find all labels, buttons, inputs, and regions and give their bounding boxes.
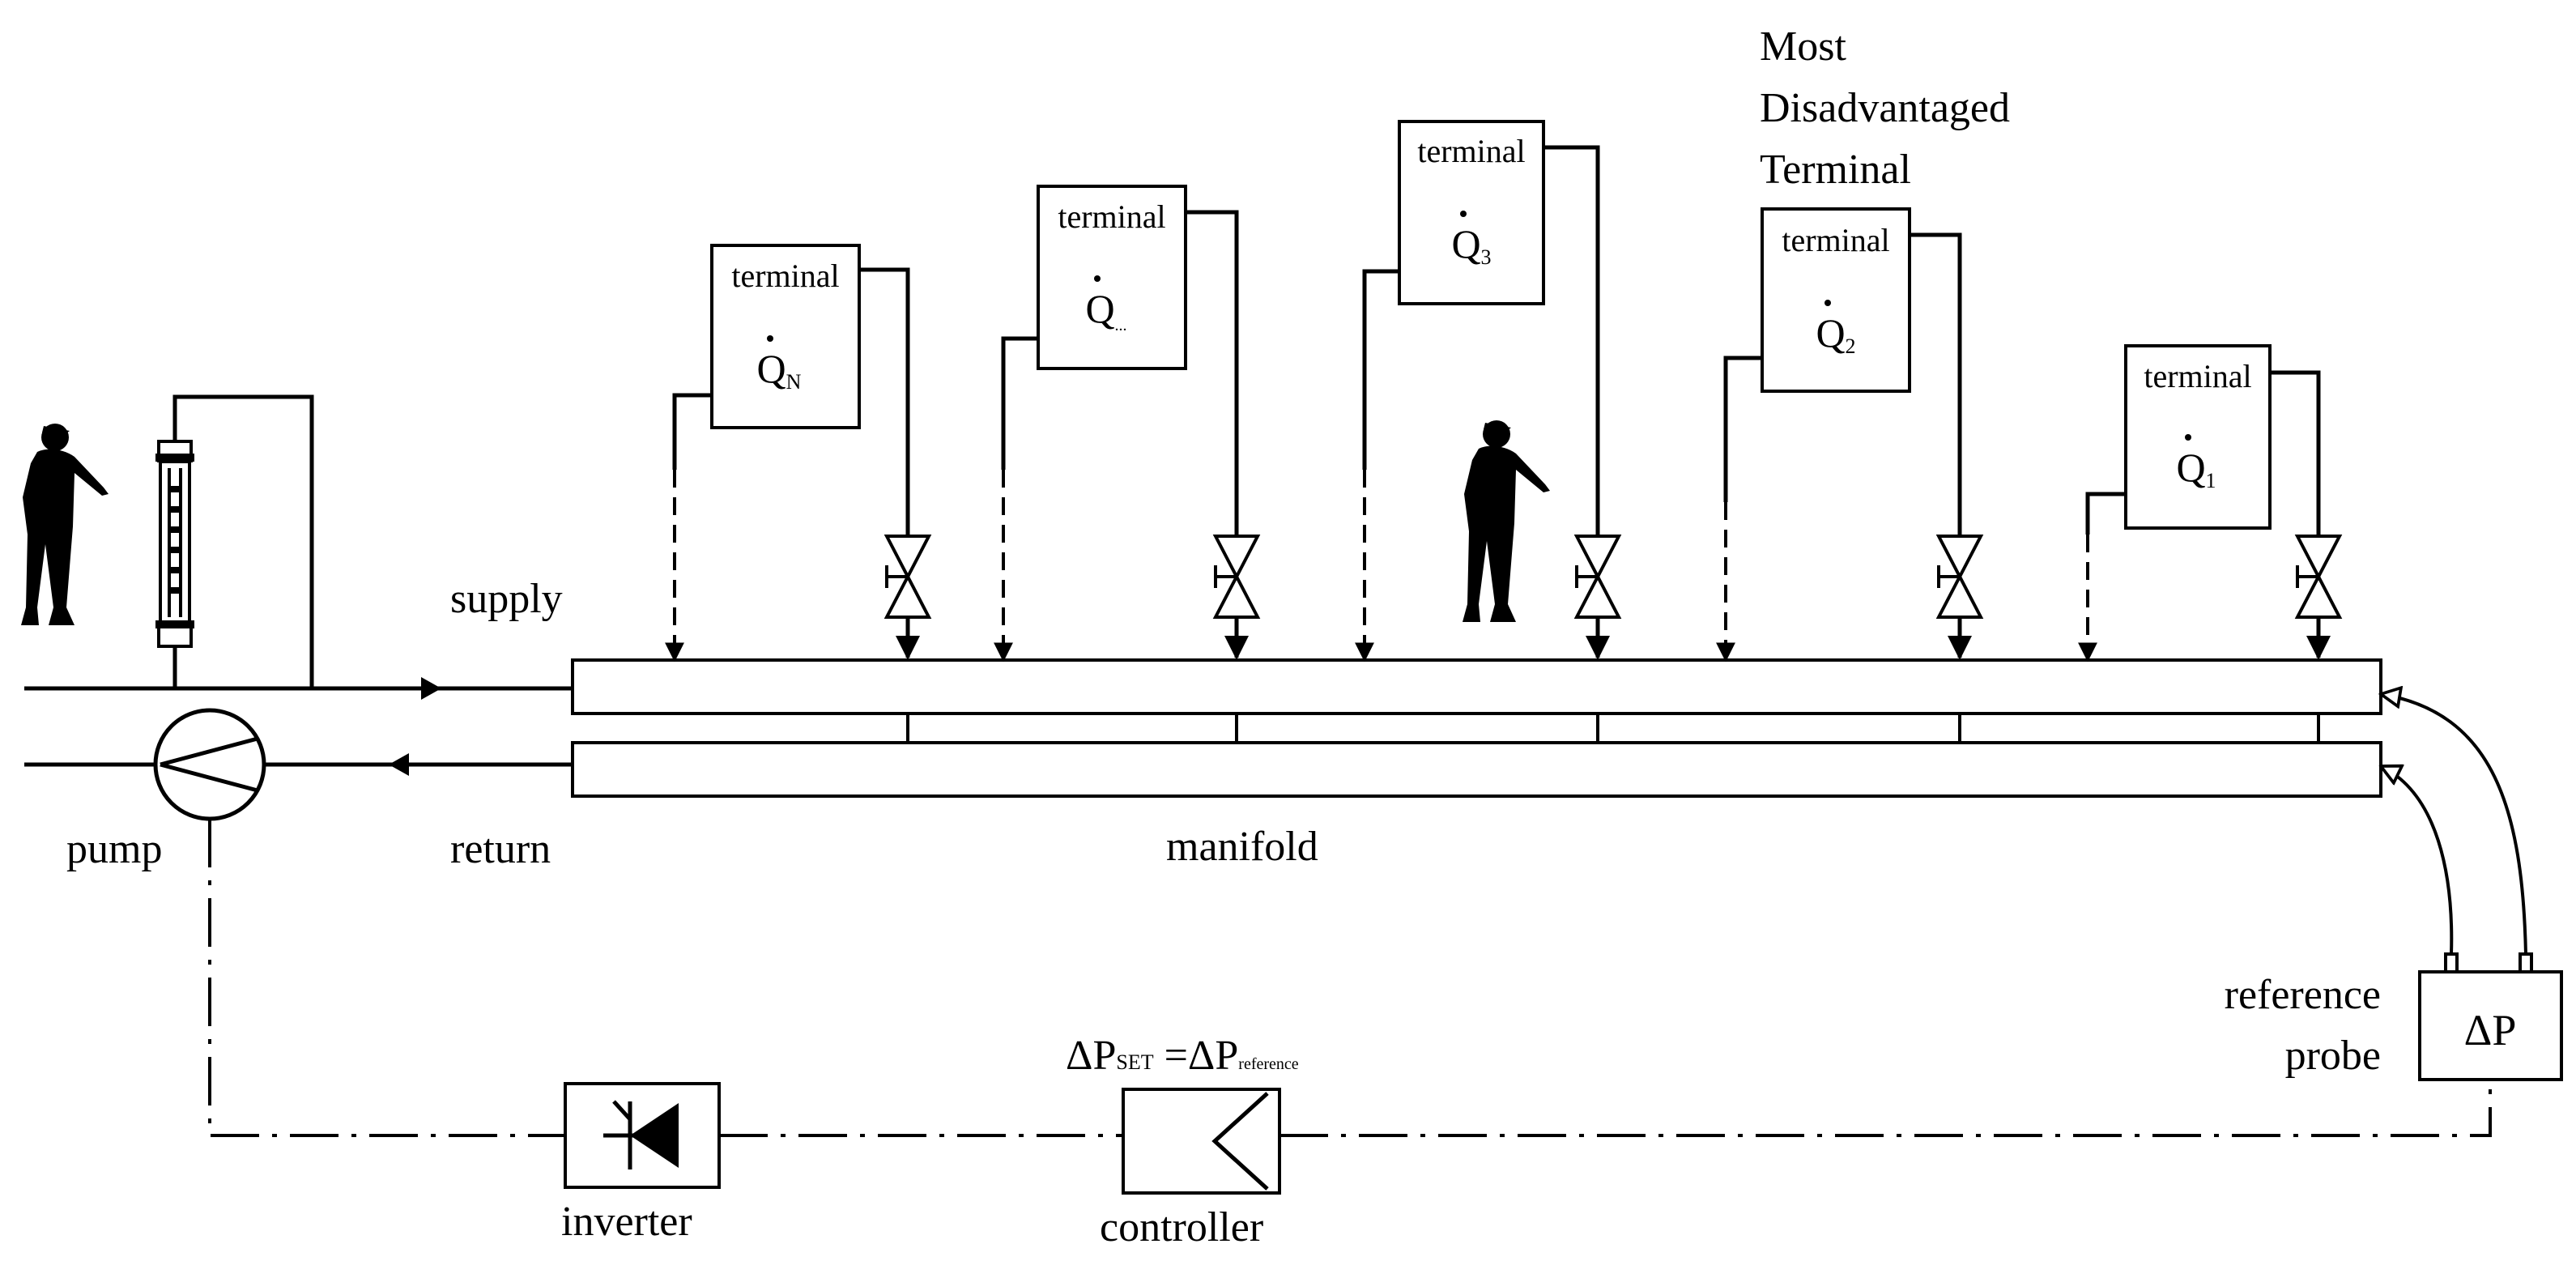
- terminal-label: terminal: [2144, 358, 2251, 394]
- setpoint-delta-p: ΔP: [1066, 1033, 1116, 1079]
- supply-label: supply: [450, 576, 563, 622]
- setpoint-equals: =: [1154, 1033, 1188, 1079]
- heat-flow-index: 1: [2206, 469, 2216, 492]
- disadvantaged-label: Disadvantaged: [1760, 85, 2010, 131]
- operator-person-icon: [1463, 420, 1550, 622]
- terminal-label: terminal: [1782, 222, 1889, 258]
- dot-accent: [2185, 434, 2191, 441]
- impulse-line-return: [2381, 766, 2454, 955]
- heat-flow-index: 3: [1481, 245, 1492, 269]
- most-label: Most: [1760, 23, 1846, 70]
- valve-icon[interactable]: [1214, 535, 1259, 619]
- valve-icon[interactable]: [2296, 535, 2341, 619]
- manifold-connectors: [906, 714, 2320, 743]
- dot-accent: [767, 335, 773, 342]
- terminal-label: terminal: [1058, 198, 1165, 235]
- terminal-box: [2124, 344, 2272, 530]
- svg-text:Q1: Q1: [2176, 445, 2216, 492]
- dot-accent: [1824, 300, 1831, 306]
- return-header-pipe: [571, 741, 2382, 798]
- terminal-unit: terminal QN: [665, 244, 920, 662]
- return-label: return: [450, 826, 551, 872]
- operator-person-icon: [21, 424, 109, 625]
- impulse-line-supply: [2381, 694, 2527, 955]
- terminal-label: terminal: [1417, 133, 1525, 169]
- reference-label: reference: [2225, 972, 2381, 1018]
- manifold-label: manifold: [1166, 824, 1318, 870]
- svg-text:Q3: Q3: [1451, 221, 1491, 269]
- terminal-unit: terminal Q1: [2078, 344, 2331, 662]
- terminal-box: [1037, 185, 1187, 370]
- heat-flow-symbol: Q: [757, 346, 786, 391]
- heat-flow-index: N: [786, 370, 802, 394]
- setpoint-equation: ΔPSET =ΔPreference: [1066, 1033, 1299, 1079]
- heat-flow-index: 2: [1846, 334, 1856, 358]
- terminal-box: [1761, 207, 1911, 393]
- controller-icon: [1122, 1088, 1281, 1195]
- terminal-title-label: Terminal: [1760, 147, 1911, 193]
- valve-icon[interactable]: [885, 535, 930, 619]
- terminal-label: terminal: [731, 258, 839, 294]
- dp-probe-label: ΔP: [2464, 1006, 2517, 1054]
- terminal-unit-most-disadvantaged: terminal Q2: [1716, 207, 1972, 662]
- setpoint-set-sub: SET: [1116, 1050, 1153, 1074]
- svg-text:Q2: Q2: [1816, 310, 1855, 358]
- heat-flow-symbol: Q: [1085, 286, 1114, 331]
- flowmeter-icon: [155, 440, 194, 648]
- pump-label: pump: [66, 826, 162, 872]
- inverter-label: inverter: [561, 1199, 692, 1245]
- inverter-icon: [564, 1082, 721, 1189]
- return-line: [24, 753, 573, 776]
- valve-icon[interactable]: [1937, 535, 1982, 619]
- supply-line: [24, 394, 573, 700]
- control-signal-line: [208, 819, 2492, 1137]
- heat-flow-index: ...: [1115, 317, 1127, 334]
- pump-icon: [153, 708, 266, 821]
- heat-flow-symbol: Q: [1816, 310, 1845, 356]
- valve-icon[interactable]: [1575, 535, 1620, 619]
- manifold: [571, 658, 2382, 798]
- probe-label: probe: [2285, 1033, 2381, 1079]
- terminal-unit: terminal Q...: [994, 185, 1249, 662]
- terminal-box: [1398, 120, 1545, 305]
- heat-flow-symbol: Q: [1451, 221, 1480, 266]
- terminal-unit: terminal Q3: [1355, 120, 1610, 662]
- setpoint-delta-p-ref: ΔP: [1188, 1033, 1238, 1079]
- dp-probe-box: [2418, 970, 2563, 1081]
- svg-text:Q...: Q...: [1085, 286, 1126, 334]
- setpoint-reference-sub: reference: [1238, 1055, 1298, 1073]
- supply-header-pipe: [571, 658, 2382, 715]
- dot-accent: [1094, 275, 1101, 282]
- terminal-box: [710, 244, 861, 429]
- reference-probe: ΔP: [2381, 694, 2563, 1081]
- controller-label: controller: [1100, 1204, 1263, 1250]
- svg-text:QN: QN: [757, 346, 802, 394]
- heat-flow-symbol: Q: [2176, 445, 2205, 490]
- dot-accent: [1460, 211, 1467, 217]
